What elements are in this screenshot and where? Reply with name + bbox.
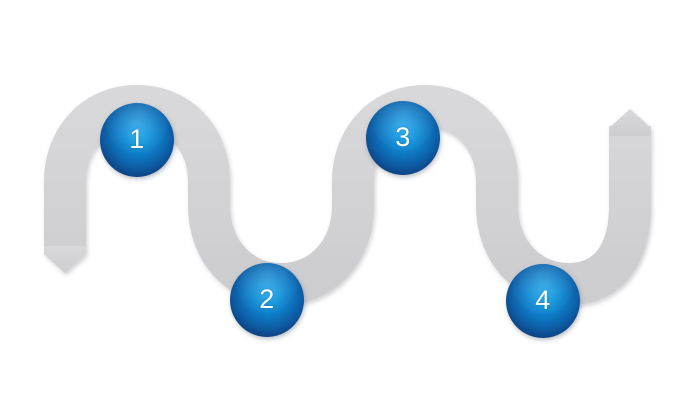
- ribbon-start-chevron-icon: [44, 246, 86, 273]
- step-node-4[interactable]: [506, 264, 580, 338]
- step-number-3: 3: [395, 121, 411, 152]
- step-node-1[interactable]: [100, 103, 174, 177]
- step-node-label-wrap-4[interactable]: 4: [506, 264, 580, 338]
- step-node-gloss: [506, 264, 580, 338]
- step-node-gloss: [230, 263, 304, 337]
- step-node-label-wrap-2[interactable]: 2: [230, 263, 304, 337]
- step-node-3[interactable]: [366, 101, 440, 175]
- step-node-gloss: [100, 103, 174, 177]
- step-node-label-wrap-3[interactable]: 3: [366, 101, 440, 175]
- step-node-gloss: [366, 101, 440, 175]
- step-node-2[interactable]: [230, 263, 304, 337]
- step-number-1: 1: [129, 123, 145, 154]
- step-number-4: 4: [535, 284, 551, 315]
- ribbon-end-chevron-icon: [609, 109, 651, 136]
- node-layer: [100, 101, 580, 338]
- step-node-label-wrap-1[interactable]: 1: [100, 103, 174, 177]
- step-number-2: 2: [259, 283, 275, 314]
